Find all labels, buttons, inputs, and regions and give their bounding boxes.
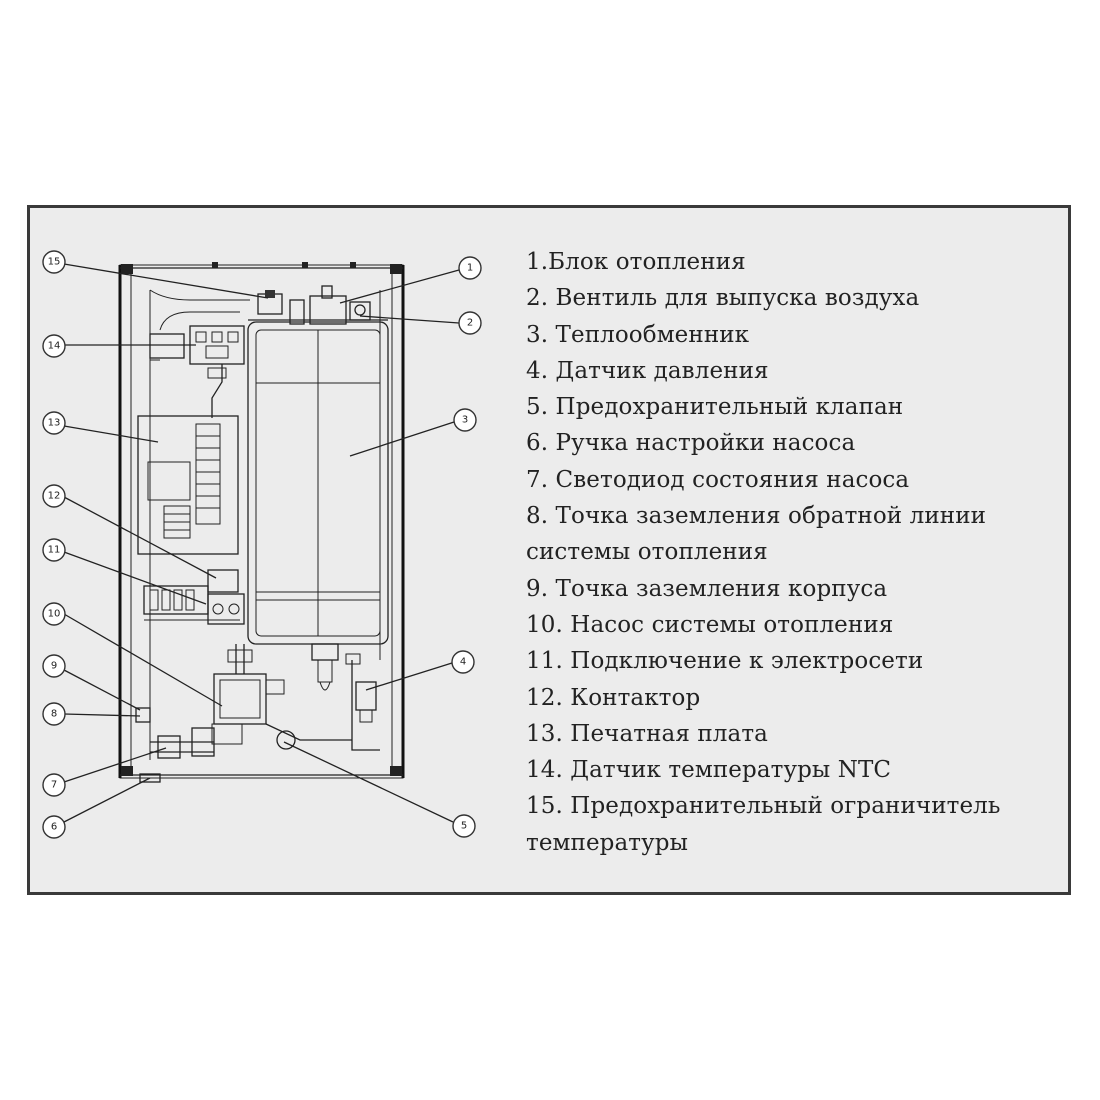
- legend-item: 9. Точка заземления корпуса: [526, 575, 888, 602]
- callout-9: 9: [42, 654, 66, 678]
- pump-assembly: [135, 644, 352, 783]
- pressure-sensor: [311, 643, 380, 751]
- legend-item: 8. Точка заземления обратной линии: [526, 503, 987, 530]
- legend-item: 15. Предохранительный ограничитель: [526, 793, 1001, 820]
- callout-11: 11: [42, 538, 66, 562]
- svg-text:5: 5: [461, 821, 467, 832]
- parts-legend: 1.Блок отопления 2. Вентиль для выпуска …: [526, 244, 1086, 861]
- callout-12: 12: [42, 484, 66, 508]
- legend-item: 2. Вентиль для выпуска воздуха: [526, 285, 920, 312]
- svg-text:15: 15: [48, 257, 61, 268]
- svg-text:8: 8: [51, 709, 57, 720]
- legend-item: 5. Предохранительный клапан: [526, 394, 904, 421]
- legend-item: 14. Датчик температуры NTC: [526, 757, 892, 784]
- callout-5: 5: [452, 814, 476, 838]
- legend-item: 11. Подключение к электросети: [526, 648, 924, 675]
- leader-lines: [63, 263, 460, 823]
- callout-2: 2: [458, 311, 482, 335]
- legend-item: 7. Светодиод состояния насоса: [526, 466, 910, 493]
- svg-text:7: 7: [51, 780, 57, 791]
- legend-item: 3. Теплообменник: [526, 321, 750, 348]
- callout-7: 7: [42, 773, 66, 797]
- callout-8: 8: [42, 702, 66, 726]
- legend-item: 10. Насос системы отопления: [526, 611, 894, 638]
- svg-text:10: 10: [48, 609, 61, 620]
- ntc-block: [149, 325, 245, 418]
- svg-text:11: 11: [48, 545, 61, 556]
- callout-6: 6: [42, 815, 66, 839]
- svg-text:2: 2: [467, 318, 473, 329]
- legend-item: 1.Блок отопления: [526, 249, 746, 275]
- legend-item: 4. Датчик давления: [526, 357, 769, 384]
- callout-15: 15: [42, 250, 66, 274]
- callout-3: 3: [453, 408, 477, 432]
- svg-text:13: 13: [48, 418, 61, 429]
- contactor-and-terminals: [143, 569, 245, 625]
- boiler-housing: [118, 262, 405, 779]
- svg-text:12: 12: [48, 491, 61, 502]
- diagram-frame: [27, 205, 1071, 895]
- printed-circuit-board: [137, 415, 239, 555]
- top-fittings: [248, 285, 388, 325]
- callout-13: 13: [42, 411, 66, 435]
- callout-10: 10: [42, 602, 66, 626]
- svg-text:14: 14: [48, 341, 61, 352]
- legend-item-continuation: системы отопления: [526, 539, 768, 566]
- callout-14: 14: [42, 334, 66, 358]
- svg-text:1: 1: [467, 263, 473, 274]
- svg-text:3: 3: [462, 415, 468, 426]
- legend-item-continuation: температуры: [526, 829, 688, 856]
- legend-item: 12. Контактор: [526, 684, 701, 711]
- svg-text:9: 9: [51, 661, 57, 672]
- legend-item: 6. Ручка настройки насоса: [526, 430, 856, 457]
- heat-exchanger: [247, 321, 389, 645]
- svg-text:6: 6: [51, 822, 57, 833]
- callout-1: 1: [458, 256, 482, 280]
- legend-item: 13. Печатная плата: [526, 720, 768, 747]
- svg-text:4: 4: [460, 657, 466, 668]
- callout-4: 4: [451, 650, 475, 674]
